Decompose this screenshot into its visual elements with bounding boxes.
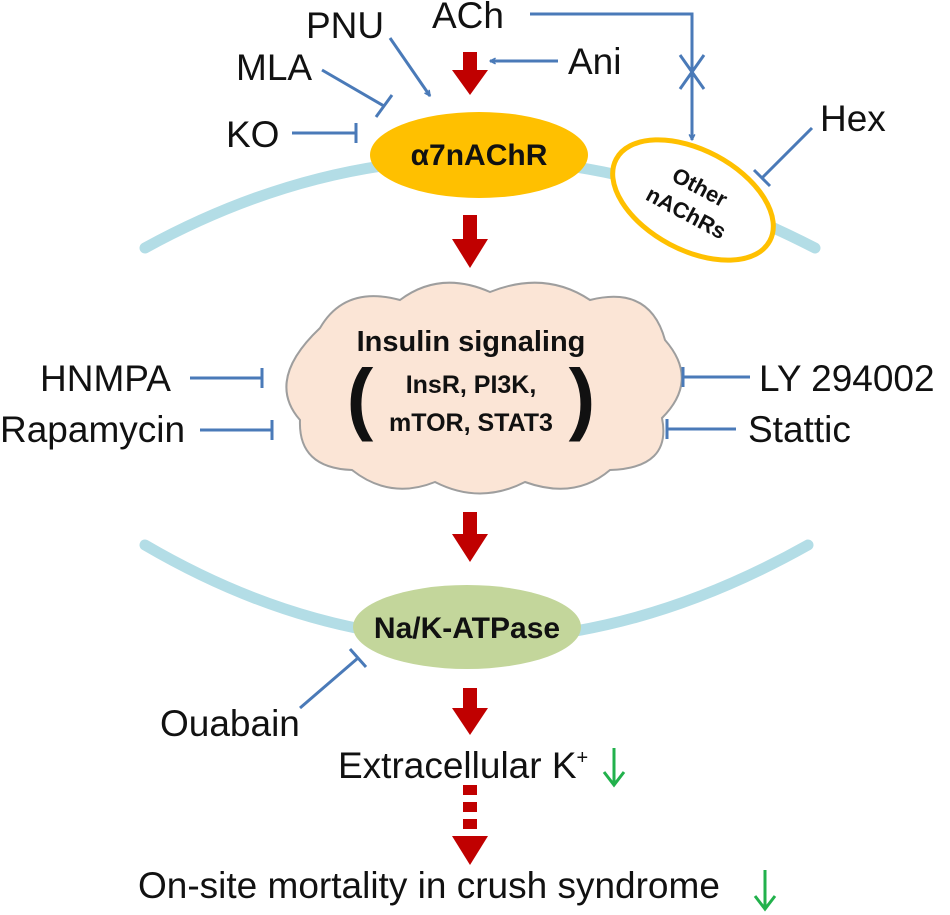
insulin-signaling-title: Insulin signaling <box>357 326 586 358</box>
down-arrow-icon <box>753 870 777 912</box>
pnu-arrow <box>388 37 432 96</box>
na-k-atpase-label: Na/K-ATPase <box>374 612 560 645</box>
activation-arrow-icon <box>452 688 488 735</box>
rapamycin-label: Rapamycin <box>0 409 185 450</box>
mla-label: MLA <box>236 47 312 88</box>
ouabain-inhibition-line <box>299 656 359 710</box>
ouabain-label: Ouabain <box>160 703 300 744</box>
ko-label: KO <box>226 114 279 155</box>
k-superscript: + <box>577 747 589 769</box>
extracellular-k-label: Extracellular K+ <box>338 745 588 786</box>
down-arrow-icon <box>602 748 626 788</box>
left-paren: ( <box>347 353 374 442</box>
blocked-cross-icon <box>678 54 706 90</box>
activation-arrow-icon <box>452 512 488 562</box>
activation-arrow-icon <box>452 215 488 268</box>
mla-inhibition-line <box>321 68 385 108</box>
mortality-label: On-site mortality in crush syndrome <box>138 865 720 906</box>
other-nachrs-receptor <box>610 137 776 263</box>
dashed-activation-arrow-icon <box>452 785 488 865</box>
hnmpa-label: HNMPA <box>40 358 171 399</box>
ach-to-other-nachrs-line <box>530 12 692 140</box>
inhibition-bar-icon <box>752 168 772 188</box>
a7nachr-receptor <box>370 112 588 198</box>
hex-label: Hex <box>820 98 886 139</box>
insulin-signaling-cloud <box>285 281 683 495</box>
ly-label: LY 294002 <box>759 358 935 399</box>
inhibition-bar-icon <box>374 94 394 118</box>
a7nachr-label: α7nAChR <box>411 139 548 172</box>
hex-inhibition-line <box>760 126 814 180</box>
ach-label: ACh <box>432 0 504 36</box>
insulin-components-line1: InsR, PI3K, <box>406 371 537 399</box>
inhibition-bar-icon <box>348 648 368 668</box>
ani-label: Ani <box>568 41 621 82</box>
stattic-label: Stattic <box>748 409 851 450</box>
pnu-label: PNU <box>306 5 384 46</box>
na-k-atpase-pump <box>353 585 581 669</box>
right-paren: ) <box>569 353 596 442</box>
activation-arrow-icon <box>452 52 488 95</box>
insulin-components-line2: mTOR, STAT3 <box>389 409 553 437</box>
